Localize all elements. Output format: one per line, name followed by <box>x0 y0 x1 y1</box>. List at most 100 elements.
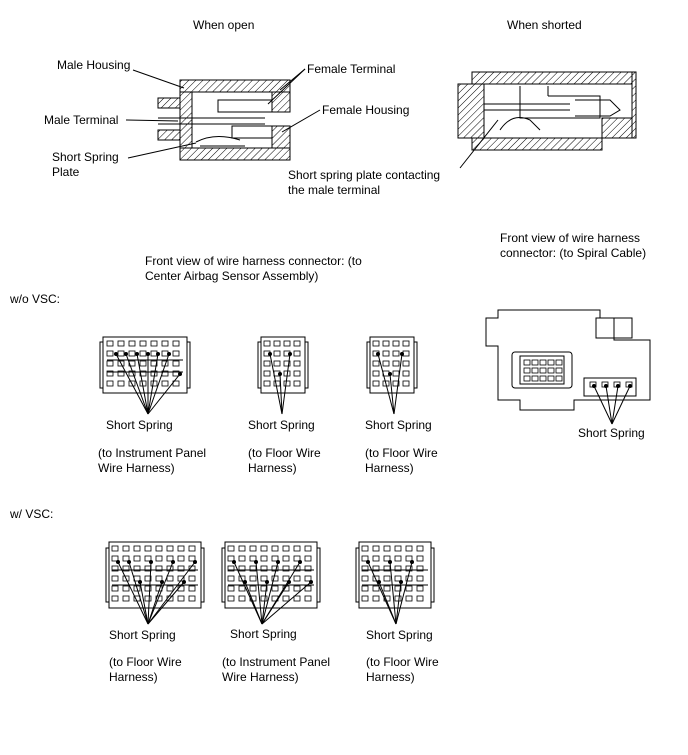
terminal-cavity <box>361 585 369 592</box>
terminal-cavity <box>139 350 147 357</box>
front-view-center-label: Front view of wire harness connector: (t… <box>145 254 362 283</box>
terminal-cavity <box>238 545 246 552</box>
short-spring-leader <box>605 385 613 425</box>
terminal-cavity <box>405 595 413 602</box>
connector-terminals <box>106 340 633 602</box>
short-spring-leader <box>115 353 149 415</box>
terminal-cavity <box>394 565 402 572</box>
terminal-cavity <box>117 340 125 347</box>
spiral-spring-label: Short Spring <box>578 426 645 440</box>
terminal-cavity <box>416 545 424 552</box>
wo-vsc-connector-3 <box>366 336 418 394</box>
short-spring-leader <box>244 581 263 625</box>
terminal-cavity <box>372 545 380 552</box>
terminal-cavity <box>133 585 141 592</box>
terminal-cavity <box>128 380 136 387</box>
wo-vsc-spring-label-3: Short Spring <box>365 418 432 432</box>
terminal-cavity <box>150 360 158 367</box>
terminal-cavity <box>122 575 130 582</box>
w-vsc-title: w/ VSC: <box>10 507 54 521</box>
terminal-cavity <box>166 545 174 552</box>
wo-vsc-dest-label-1: (to Instrument Panel Wire Harness) <box>98 446 207 475</box>
terminal-cavity <box>271 555 279 562</box>
terminal-cavity <box>249 545 257 552</box>
terminal-cavity <box>304 565 312 572</box>
terminal-cavity <box>273 380 281 387</box>
short-spring-leader <box>281 353 291 415</box>
terminal-cavity <box>249 585 257 592</box>
terminal-cavity <box>523 375 531 382</box>
wo-vsc-connector-2 <box>257 336 309 394</box>
terminal-cavity <box>172 360 180 367</box>
terminal-cavity <box>128 340 136 347</box>
terminal-cavity <box>392 340 400 347</box>
terminal-cavity <box>372 555 380 562</box>
wo-vsc-spring-label-2: Short Spring <box>248 418 315 432</box>
terminal-cavity <box>304 575 312 582</box>
short-spring-leader <box>261 561 301 625</box>
female-terminal-label: Female Terminal <box>307 62 396 76</box>
terminal-cavity <box>283 380 291 387</box>
terminal-cavity <box>106 350 114 357</box>
short-spring-leader <box>261 561 279 625</box>
terminal-cavity <box>166 565 174 572</box>
open-connector-section <box>157 79 291 161</box>
terminal-cavity <box>531 359 539 366</box>
terminal-cavity <box>128 350 136 357</box>
terminal-cavity <box>392 360 400 367</box>
terminal-cavity <box>293 360 301 367</box>
terminal-cavity <box>283 340 291 347</box>
terminal-cavity <box>106 370 114 377</box>
terminal-cavity <box>271 585 279 592</box>
terminal-cavity <box>139 360 147 367</box>
terminal-cavity <box>227 565 235 572</box>
terminal-cavity <box>238 595 246 602</box>
terminal-cavity <box>555 367 563 374</box>
terminal-cavity <box>177 555 185 562</box>
terminal-cavity <box>382 340 390 347</box>
terminal-cavity <box>106 340 114 347</box>
w-vsc-spring-label-3: Short Spring <box>366 628 433 642</box>
short-spring-leader <box>611 385 631 425</box>
terminal-cavity <box>227 545 235 552</box>
short-spring-leader <box>389 373 395 415</box>
terminal-cavity <box>531 367 539 374</box>
terminal-cavity <box>372 565 380 572</box>
terminal-cavity <box>394 555 402 562</box>
terminal-cavity <box>293 545 301 552</box>
terminal-cavity <box>133 555 141 562</box>
terminal-cavity <box>238 555 246 562</box>
wo-vsc-title: w/o VSC: <box>10 292 61 306</box>
short-spring-leader <box>147 353 159 415</box>
terminal-cavity <box>188 545 196 552</box>
terminal-cavity <box>155 555 163 562</box>
terminal-cavity <box>539 367 547 374</box>
terminal-cavity <box>523 359 531 366</box>
terminal-cavity <box>547 375 555 382</box>
terminal-cavity <box>249 555 257 562</box>
terminal-cavity <box>402 340 410 347</box>
terminal-cavity <box>177 595 185 602</box>
terminal-cavity <box>383 575 391 582</box>
terminal-cavity <box>293 370 301 377</box>
terminal-cavity <box>539 375 547 382</box>
terminal-cavity <box>271 575 279 582</box>
terminal-cavity <box>227 555 235 562</box>
terminal-cavity <box>416 575 424 582</box>
terminal-cavity <box>144 595 152 602</box>
terminal-cavity <box>402 380 410 387</box>
short-spring-leader <box>279 373 283 415</box>
terminal-cavity <box>382 380 390 387</box>
terminal-cavity <box>122 565 130 572</box>
terminal-cavity <box>260 555 268 562</box>
terminal-cavity <box>304 545 312 552</box>
short-spring-leader <box>117 561 149 625</box>
terminal-cavity <box>117 360 125 367</box>
when-shorted-title: When shorted <box>507 18 582 32</box>
terminal-cavity <box>133 565 141 572</box>
terminal-cavity <box>293 585 301 592</box>
short-spring-leader <box>395 561 413 625</box>
terminal-cavity <box>416 555 424 562</box>
terminal-cavity <box>238 575 246 582</box>
terminal-cavity <box>382 360 390 367</box>
